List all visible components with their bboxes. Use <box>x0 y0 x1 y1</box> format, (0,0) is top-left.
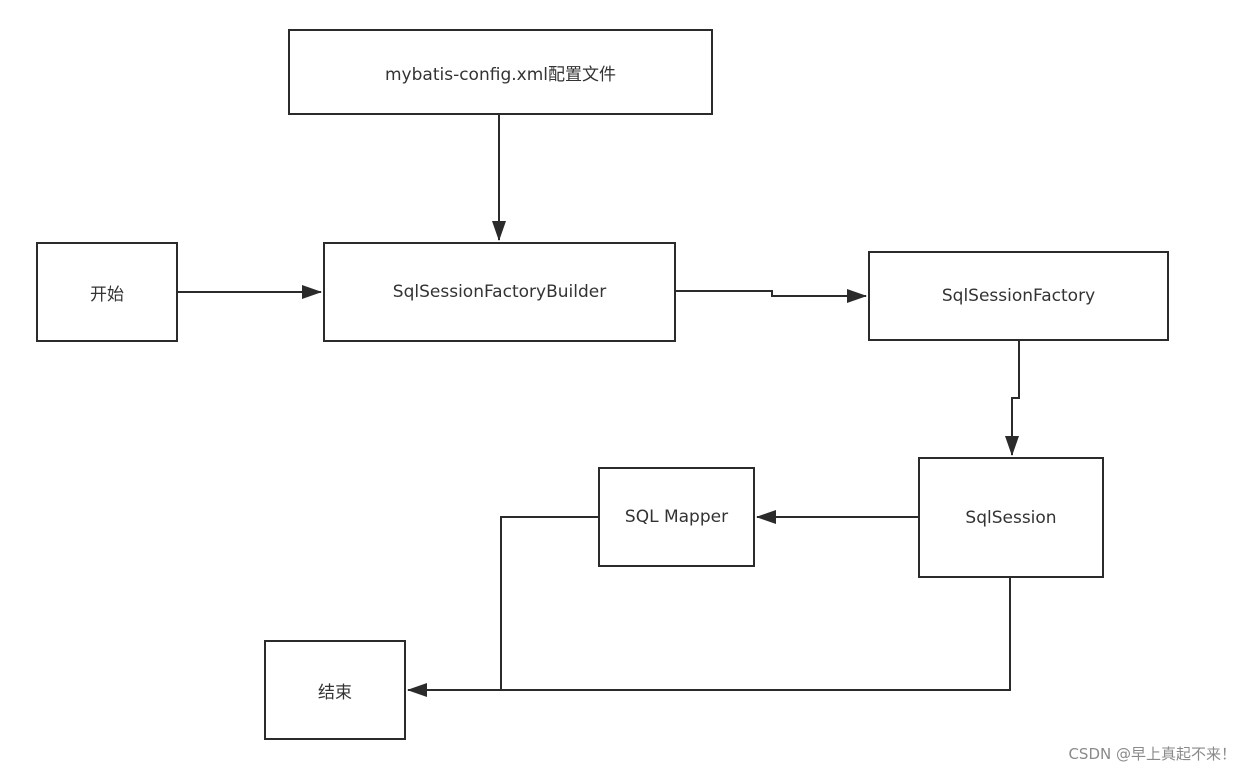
node-sqlsessionfactorybuilder: SqlSessionFactoryBuilder <box>323 242 676 342</box>
node-config-file: mybatis-config.xml配置文件 <box>288 29 713 115</box>
node-sqlsessionfactory-label: SqlSessionFactory <box>941 286 1096 306</box>
node-sqlsession-label: SqlSession <box>965 507 1057 528</box>
node-sql-mapper-label: SQL Mapper <box>624 507 729 527</box>
node-sqlsession: SqlSession <box>918 457 1104 578</box>
edge-builder-to-factory <box>676 289 867 303</box>
node-end-label: 结束 <box>318 682 352 703</box>
node-start: 开始 <box>36 242 178 342</box>
node-sqlsessionfactorybuilder-label: SqlSessionFactoryBuilder <box>392 282 607 302</box>
node-sqlsessionfactory: SqlSessionFactory <box>868 251 1169 341</box>
watermark: CSDN @早上真起不来！ <box>1068 745 1236 763</box>
edge-factory-to-session <box>1005 341 1020 456</box>
edge-session-to-end <box>407 578 1011 697</box>
node-end: 结束 <box>264 640 406 740</box>
edge-mapper-to-end <box>500 516 598 690</box>
node-start-label: 开始 <box>90 284 124 305</box>
node-sql-mapper: SQL Mapper <box>598 467 755 567</box>
node-config-file-label: mybatis-config.xml配置文件 <box>385 64 616 85</box>
